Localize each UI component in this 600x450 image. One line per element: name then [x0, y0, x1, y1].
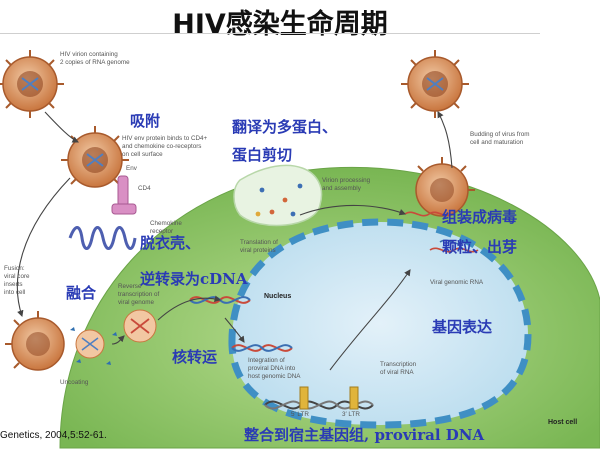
svg-text:Fusion:: Fusion: [4, 265, 25, 272]
label-reverse-transcription: Reverse transcription of viral genome [118, 283, 160, 306]
label-cd4: CD4 [138, 185, 151, 192]
virion-fusion [5, 311, 65, 371]
nuclear-dna-helix [231, 344, 293, 352]
label-translation: Translation of viral proteins [240, 239, 278, 254]
svg-text:2 copies of RNA genome: 2 copies of RNA genome [60, 59, 130, 66]
protein-dots [255, 183, 303, 217]
svg-text:on cell surface: on cell surface [122, 151, 163, 158]
virion-top-left [0, 50, 64, 118]
label-nucleus: Nucleus [264, 293, 291, 300]
label-env-binding: HIV env protein binds to CD4+ and chemok… [122, 135, 208, 158]
svg-text:viral proteins: viral proteins [240, 247, 276, 254]
annotation-adsorption: 吸附 [130, 112, 160, 130]
annotation-translation-1: 翻译为多蛋白、 [232, 118, 337, 136]
svg-text:receptor: receptor [150, 228, 173, 235]
svg-text:Translation of: Translation of [240, 239, 278, 246]
viral-core-reverse [123, 309, 157, 343]
chemokine-receptor-icon [68, 226, 137, 250]
svg-text:HIV env protein binds to CD4+: HIV env protein binds to CD4+ [122, 135, 208, 142]
annotation-gene-expression: 基因表达 [431, 318, 492, 336]
label-budding: Budding of virus from cell and maturatio… [470, 131, 530, 146]
label-integration: Integration of proviral DNA into host ge… [248, 357, 301, 380]
viral-core-uncoating [70, 327, 117, 365]
svg-text:inserts: inserts [4, 281, 23, 288]
label-host-cell: Host cell [548, 419, 577, 426]
svg-text:Transcription: Transcription [380, 361, 417, 368]
viral-rna-strand-2 [404, 211, 454, 217]
virion-binding [61, 126, 129, 188]
label-processing: Virion processing and assembly [322, 177, 371, 192]
annotation-assembly-1: 组装成病毒 [442, 208, 517, 226]
svg-text:transcription of: transcription of [118, 291, 160, 298]
nuclear-envelope [228, 218, 532, 429]
citation: Genetics, 2004,5:52-61. [0, 430, 107, 441]
svg-text:viral genome: viral genome [118, 299, 155, 306]
annotation-nuclear-transport: 核转运 [172, 348, 217, 366]
annotation-translation-2: 蛋白剪切 [232, 146, 292, 164]
label-chemokine: Chemokine receptor [150, 220, 182, 235]
viral-rna-strand-3 [439, 239, 465, 245]
svg-text:Chemokine: Chemokine [150, 220, 182, 227]
svg-text:cell and maturation: cell and maturation [470, 139, 524, 146]
nucleus [231, 222, 528, 425]
label-virion: HIV virion containing 2 copies of RNA ge… [60, 51, 130, 66]
svg-text:Budding of virus from: Budding of virus from [470, 131, 530, 138]
svg-text:Virion processing: Virion processing [322, 177, 371, 184]
label-transcription: Transcription of viral RNA [380, 361, 417, 376]
viral-rna-strand [429, 247, 479, 253]
ltr3-box [349, 386, 359, 410]
svg-text:into cell: into cell [4, 289, 25, 296]
ltr5-box [299, 386, 309, 410]
svg-text:host genomic DNA: host genomic DNA [248, 373, 301, 380]
svg-text:viral core: viral core [4, 273, 30, 280]
svg-text:and assembly: and assembly [322, 185, 362, 192]
annotation-uncoating-1: 脱衣壳、 [140, 234, 200, 252]
title-divider [0, 33, 540, 34]
svg-text:proviral DNA into: proviral DNA into [248, 365, 296, 372]
label-viral-genomic-rna: Viral genomic RNA [430, 279, 484, 286]
label-uncoating: Uncoating [60, 379, 89, 386]
virion-top-right [401, 50, 469, 118]
endoplasmic-reticulum [233, 164, 323, 227]
annotation-integration: 整合到宿主基因组, proviral DNA [244, 426, 485, 444]
page-title: HIV感染生命周期 [172, 9, 388, 40]
cd4-receptor-icon [111, 175, 137, 215]
label-fusion: Fusion: viral core inserts into cell [4, 265, 30, 296]
annotation-assembly-2: 颗粒、出芽 [442, 238, 517, 256]
virion-budding [415, 157, 475, 217]
annotation-fusion: 融合 [66, 284, 97, 302]
svg-text:Integration of: Integration of [248, 357, 285, 364]
lifecycle-arrows [16, 111, 453, 371]
svg-text:HIV virion containing: HIV virion containing [60, 51, 118, 58]
label-ltr3: 3′ LTR [342, 411, 360, 418]
label-ltr5: 5′ LTR [291, 411, 309, 418]
svg-text:Reverse: Reverse [118, 283, 142, 290]
label-env: Env [126, 165, 138, 172]
svg-text:of viral RNA: of viral RNA [380, 369, 414, 376]
svg-text:and chemokine co-receptors: and chemokine co-receptors [122, 143, 201, 150]
annotation-uncoating-2: 逆转录为cDNA [140, 270, 248, 288]
